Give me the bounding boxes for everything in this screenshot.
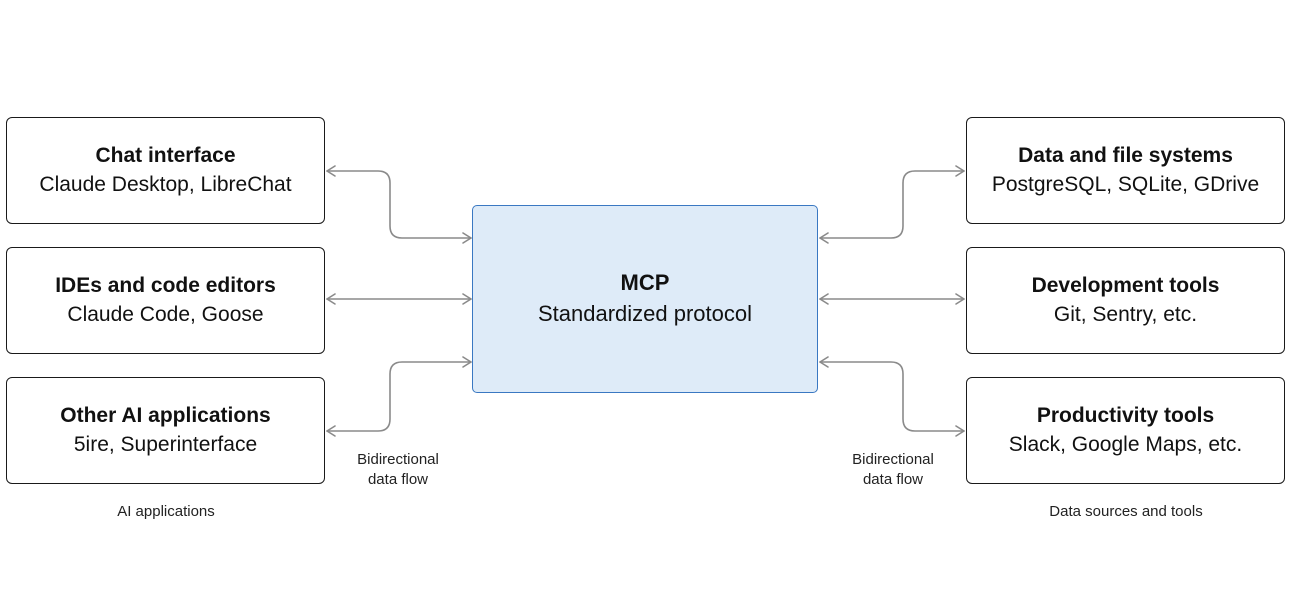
node-title: Other AI applications [60,403,271,427]
node-title: Chat interface [95,143,236,167]
node-productivity-tools: Productivity tools Slack, Google Maps, e… [966,377,1285,484]
node-ides-code-editors: IDEs and code editors Claude Code, Goose [6,247,325,354]
mcp-title: MCP [620,270,670,295]
node-subtitle: Claude Desktop, LibreChat [39,172,292,196]
flow-label-line: data flow [862,471,924,488]
arrowhead [462,232,472,244]
arrowhead [819,232,829,244]
node-data-file-systems: Data and file systems PostgreSQL, SQLite… [966,117,1285,224]
arrowhead [462,293,472,305]
flow-label-left: Bidirectional data flow [338,450,458,490]
flow-label-line: Bidirectional [852,451,934,468]
node-subtitle: Git, Sentry, etc. [1053,302,1198,326]
node-title: Productivity tools [1036,403,1215,427]
node-other-ai-applications: Other AI applications 5ire, Superinterfa… [6,377,325,484]
node-subtitle: Claude Code, Goose [67,302,264,326]
arrow-mcp-to-data [819,170,965,239]
group-label-data-sources: Data sources and tools [1049,503,1203,520]
arrowhead [326,293,336,305]
node-development-tools: Development tools Git, Sentry, etc. [966,247,1285,354]
mcp-subtitle: Standardized protocol [537,301,753,326]
arrowhead [819,293,829,305]
arrowhead [819,356,829,368]
node-subtitle: PostgreSQL, SQLite, GDrive [991,172,1260,196]
node-subtitle: 5ire, Superinterface [73,432,258,456]
arrowhead [955,293,965,305]
node-mcp: MCP Standardized protocol [472,205,818,393]
flow-label-right: Bidirectional data flow [833,450,953,490]
group-label-ai-applications: AI applications [117,503,215,520]
arrowhead [955,425,965,437]
flow-label-line: data flow [367,471,429,488]
arrow-chat-to-mcp [326,170,472,239]
node-title: IDEs and code editors [55,273,276,297]
node-chat-interface: Chat interface Claude Desktop, LibreChat [6,117,325,224]
arrowhead [326,425,336,437]
arrowhead [462,356,472,368]
flow-label-line: Bidirectional [357,451,439,468]
arrowhead [326,165,336,177]
arrowhead [955,165,965,177]
arrow-mcp-to-productivity [819,361,965,432]
arrow-other-ai-to-mcp [326,361,472,432]
node-title: Development tools [1031,273,1220,297]
node-title: Data and file systems [1018,143,1233,167]
node-subtitle: Slack, Google Maps, etc. [1008,432,1243,456]
